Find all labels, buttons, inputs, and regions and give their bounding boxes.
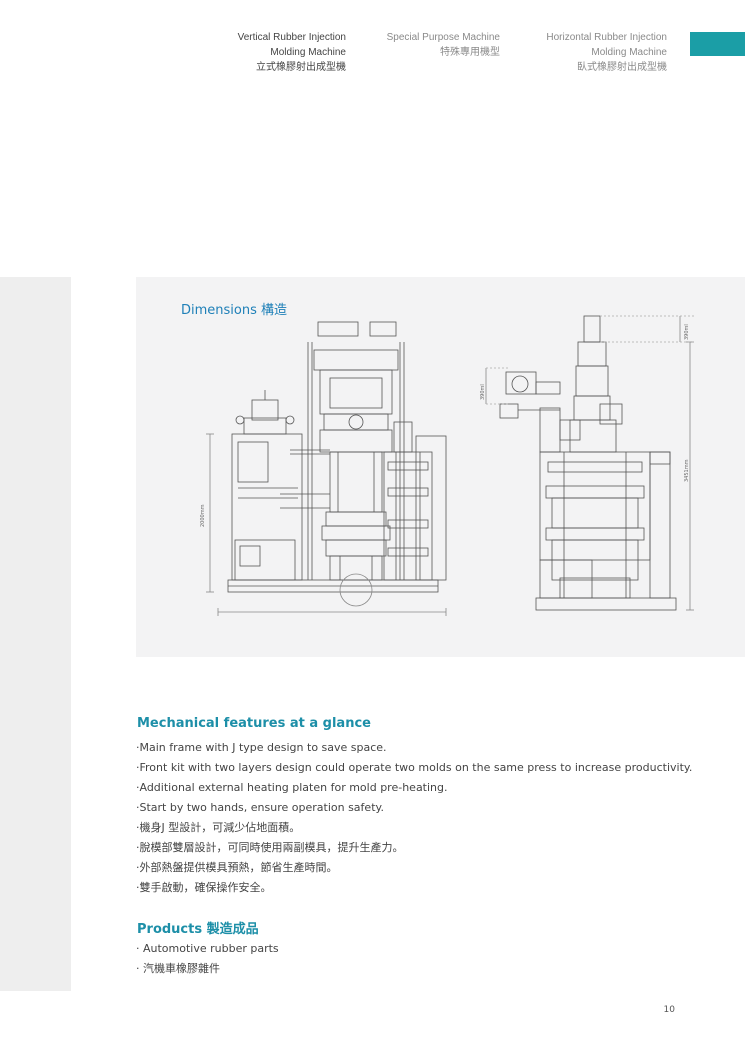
side-top-label: 390ml: [684, 324, 690, 340]
page-number: 10: [663, 1005, 675, 1015]
nav-item-line: 臥式橡膠射出成型機: [577, 62, 667, 73]
list-item: ‧外部熱盤提供模具預熱，節省生產時間。: [136, 861, 338, 874]
list-item: ‧雙手啟動，確保操作安全。: [136, 881, 272, 894]
nav-special-purpose-machine[interactable]: Special Purpose Machine 特殊專用機型: [387, 30, 500, 60]
top-navigation: Vertical Rubber Injection Molding Machin…: [0, 30, 745, 80]
front-height-label: 2000mm: [200, 504, 206, 527]
side-left-label: 390ml: [480, 384, 486, 400]
nav-item-line: 特殊專用機型: [440, 47, 500, 58]
nav-vertical-machine[interactable]: Vertical Rubber Injection Molding Machin…: [238, 30, 346, 75]
dimensions-title: Dimensions 構造: [181, 303, 288, 318]
left-side-band: [0, 277, 71, 991]
side-height-label: 3451mm: [684, 459, 690, 482]
dimensions-panel: [136, 277, 745, 657]
list-item: ‧Front kit with two layers design could …: [136, 761, 693, 774]
nav-horizontal-machine[interactable]: Horizontal Rubber Injection Molding Mach…: [546, 30, 667, 75]
list-item: ‧Additional external heating platen for …: [136, 781, 448, 794]
active-section-tab[interactable]: [690, 32, 745, 56]
list-item: ‧機身J 型設計，可減少佔地面積。: [136, 821, 301, 834]
nav-item-line: Molding Machine: [270, 47, 346, 58]
products-list: ‧ Automotive rubber parts ‧ 汽機車橡膠雜件: [136, 939, 279, 979]
list-item: ‧Main frame with J type design to save s…: [136, 741, 387, 754]
products-title: Products 製造成品: [137, 922, 259, 937]
nav-item-line: Horizontal Rubber Injection: [546, 32, 667, 43]
nav-item-line: Molding Machine: [591, 47, 667, 58]
nav-item-line: 立式橡膠射出成型機: [256, 62, 346, 73]
features-title: Mechanical features at a glance: [137, 716, 371, 731]
nav-item-line: Special Purpose Machine: [386, 32, 500, 43]
list-item: ‧脫模部雙層設計，可同時使用兩副模具，提升生產力。: [136, 841, 404, 854]
list-item: ‧ 汽機車橡膠雜件: [136, 962, 220, 975]
nav-item-line: Vertical Rubber Injection: [237, 32, 346, 43]
list-item: ‧ Automotive rubber parts: [136, 942, 279, 955]
machine-dimension-drawing: 2000mm 390ml 390ml 3451mm: [200, 315, 694, 616]
list-item: ‧Start by two hands, ensure operation sa…: [136, 801, 384, 814]
features-list: ‧Main frame with J type design to save s…: [136, 738, 692, 898]
